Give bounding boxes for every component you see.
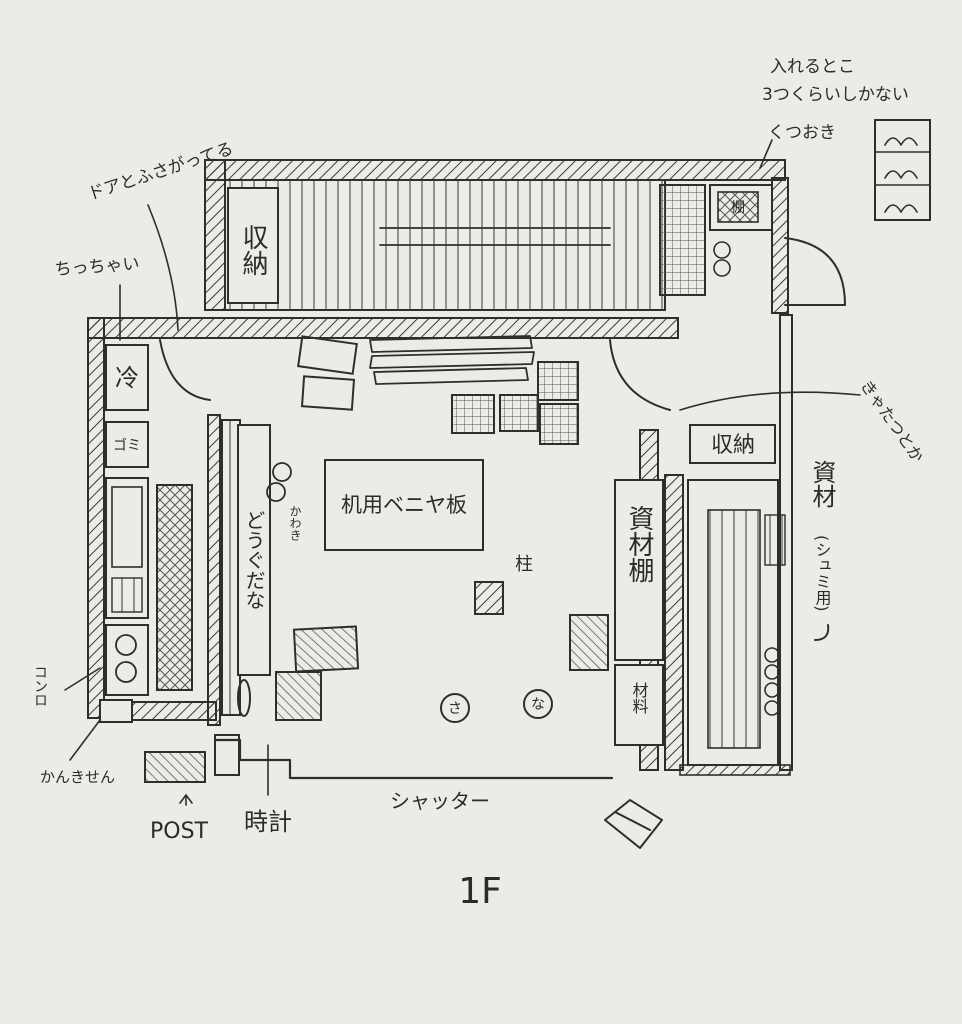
kiln-note-line2: 3つくらいしかない — [762, 85, 909, 105]
storage-right-label: 収納 — [711, 433, 755, 458]
shutter-label: シャッター — [390, 789, 490, 813]
fridge-label: 冷 — [115, 364, 139, 392]
trash-bin — [105, 421, 149, 468]
upper-rack — [659, 184, 706, 296]
side-door-swing — [784, 237, 846, 306]
ventilation-label: かんきせん — [40, 768, 115, 786]
chabudai-note: ちっちゃい — [54, 254, 140, 280]
storage-top-label: 収納 — [238, 224, 268, 276]
materials-shelf-label: 資材棚 — [624, 505, 654, 583]
stool-na — [523, 689, 553, 719]
ventilation-fan — [99, 699, 133, 723]
clock-label: 時計 — [244, 808, 292, 836]
small-shelf-box — [717, 191, 759, 223]
desk-plywood-label: 机用ベニヤ板 — [341, 493, 467, 517]
tool-shelf-label: どうぐだな — [242, 510, 266, 610]
post-box — [144, 751, 206, 783]
kyatatsu-note: きゃたつとか — [857, 376, 928, 466]
arrow-up-icon — [179, 794, 193, 804]
tool-shelf — [237, 424, 271, 676]
post-label: POST — [150, 819, 209, 844]
stove — [105, 624, 149, 696]
kitchen — [99, 344, 193, 723]
kitchen-rack — [156, 484, 193, 691]
hobby-use-label: (シュミ用) — [813, 535, 832, 611]
small-shelf-label: 棚 — [731, 200, 745, 216]
page-title: 1F — [458, 871, 502, 912]
hobby-bracket — [814, 624, 830, 641]
fridge — [105, 344, 149, 411]
kiln-note-label: くつおき — [768, 123, 836, 143]
stove-burner-icon — [115, 661, 137, 683]
upper-storage-box — [227, 187, 279, 304]
trash-label: ゴミ — [113, 437, 141, 454]
material-small-label: 材料 — [630, 682, 649, 714]
clock-icon — [237, 679, 251, 717]
stove-burner-icon — [115, 634, 137, 656]
door-swing-left — [159, 339, 211, 401]
dryers-label: かわき — [288, 505, 302, 541]
stool-sa-label: さ — [448, 701, 462, 717]
plywood-board — [324, 459, 484, 551]
materials-shelf — [614, 479, 664, 661]
pillar-icon — [474, 581, 504, 615]
material-box — [614, 664, 664, 746]
shoe-rack — [874, 119, 931, 221]
stove-label: コンロ — [32, 665, 48, 707]
annotation-lines — [64, 139, 861, 806]
materials-hobby-label: 資材 — [808, 460, 836, 508]
right-storage — [604, 119, 931, 849]
stool-sa — [440, 693, 470, 723]
door-swing-right — [609, 339, 671, 411]
stool-na-label: な — [531, 697, 545, 713]
pillar-label: 柱 — [515, 554, 533, 575]
upper-storage-wing — [204, 159, 846, 314]
kiln-note-line1: 入れるとこ — [770, 57, 855, 77]
center-area — [144, 335, 609, 783]
right-storage-box — [689, 424, 776, 464]
